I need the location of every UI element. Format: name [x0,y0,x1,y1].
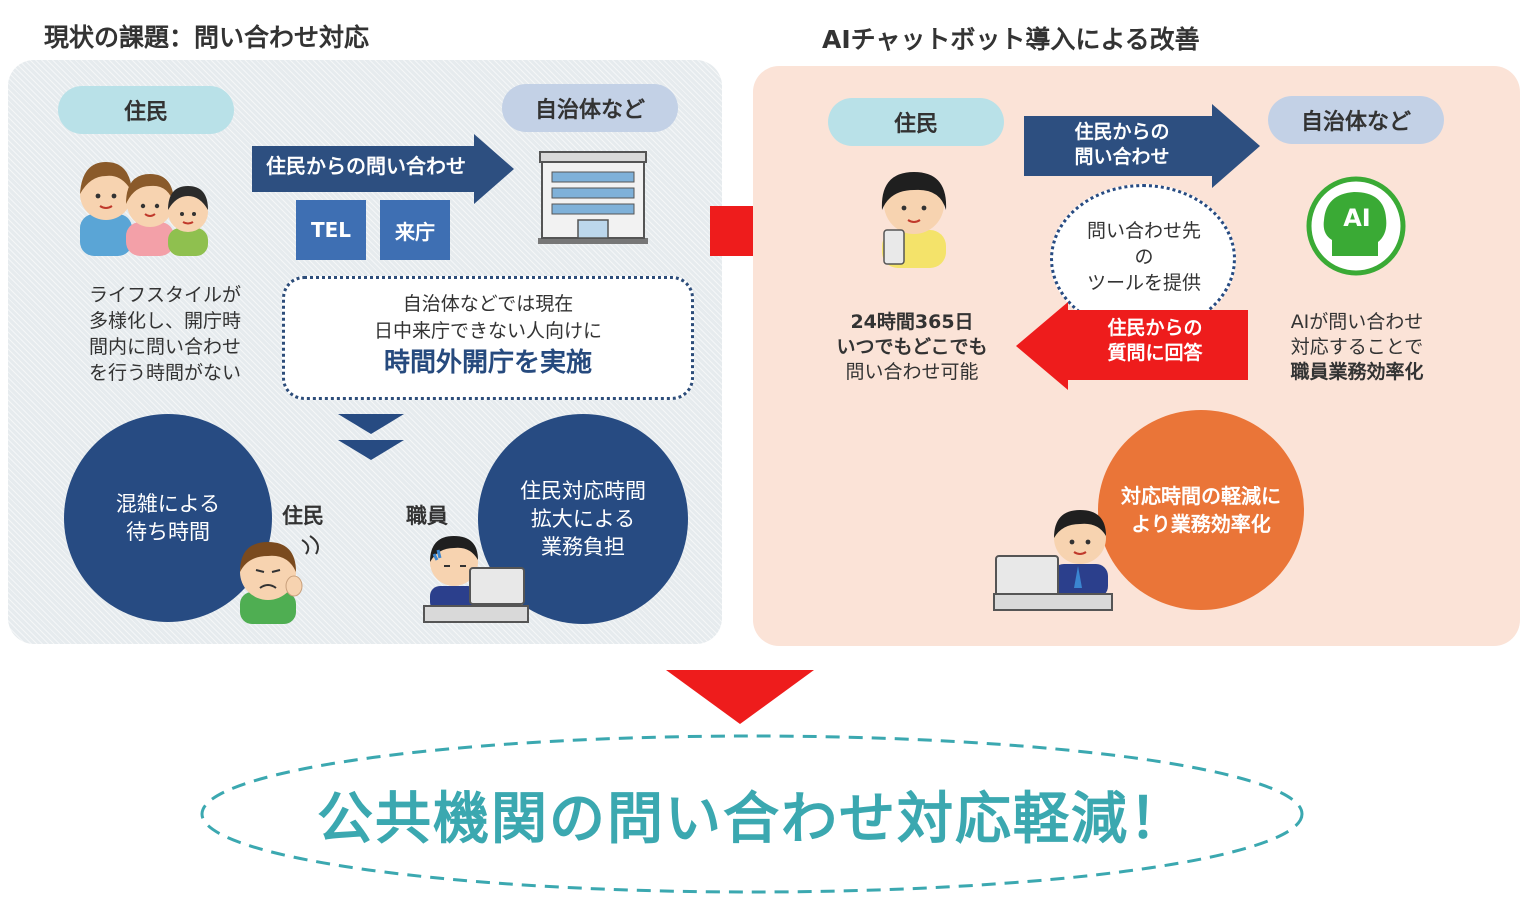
worried-resident-icon [240,535,319,624]
right-inquiry-arrow-label: 住民からの 問い合わせ [1074,121,1170,168]
relaxed-staff-icon [993,510,1113,611]
right-title: AIチャットボット導入による改善 [822,25,1200,54]
wait-time-circle: 混雑による待ち時間 [64,414,272,622]
visit-box: 来庁 [380,200,450,260]
double-chevron-down-icon [338,414,404,460]
right-inquiry-arrow [1024,104,1260,188]
tel-box: TEL [296,200,366,260]
outcome-text: 公共機関の問い合わせ対応軽減！ [317,787,1187,852]
ai-head-icon [1306,176,1406,276]
offhours-emphasis: 時間外開庁を実施 [383,348,592,378]
lifestyle-text: ライフスタイルが 多様化し、開庁時 間内に問い合わせ を行う時間がない [88,284,241,384]
left-staff-small-label: 職員 [406,504,448,528]
ai-icon-label: AI [1343,204,1371,232]
offhours-box: 自治体などでは現在 日中来庁できない人向けに 時間外開庁を実施 [282,276,694,400]
ai-benefit-text: AIが問い合わせ 対応することで 職員業務効率化 [1290,311,1424,383]
efficiency-circle: 対応時間の軽減により業務効率化 [1098,410,1304,610]
result-arrow-down [666,670,814,724]
resident-with-phone-icon [881,172,947,268]
right-resident-text: 24時間365日 いつでもどこでも 問い合わせ可能 [836,311,988,383]
right-resident-pill: 住民 [828,98,1004,146]
left-resident-pill: 住民 [58,86,234,134]
left-title: 現状の課題：問い合わせ対応 [44,23,370,52]
left-government-pill: 自治体など [502,84,678,132]
left-inquiry-arrow-label: 住民からの問い合わせ [266,154,466,178]
building-icon [538,151,648,244]
left-inquiry-arrow [252,134,514,204]
tool-provision-text: 問い合わせ先 の ツールを提供 [1086,220,1201,294]
answer-arrow-left [1016,302,1248,390]
right-government-pill: 自治体など [1268,96,1444,144]
outcome-ellipse [200,734,1304,894]
left-resident-small-label: 住民 [282,504,324,528]
family-icon [80,162,208,256]
tool-provision-circle [1050,184,1236,334]
stressed-staff-icon [423,536,529,623]
answer-arrow-label: 住民からの 質問に回答 [1107,317,1203,364]
